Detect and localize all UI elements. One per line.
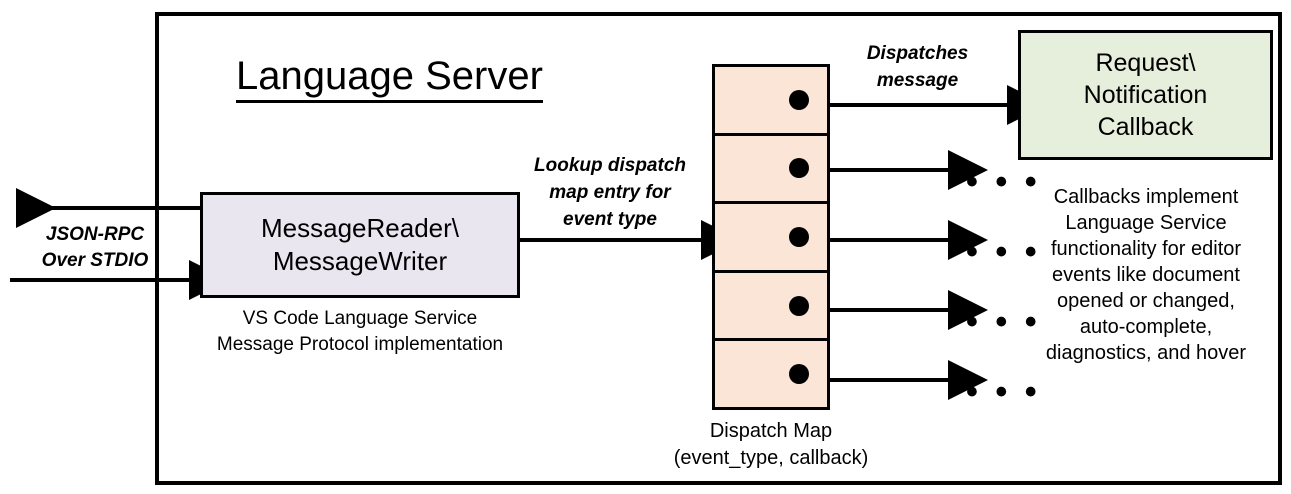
message-reader-writer-box[interactable]: MessageReader\ MessageWriter xyxy=(200,192,520,298)
jsonrpc-transport-label: JSON-RPC Over STDIO xyxy=(20,222,170,274)
table-row[interactable] xyxy=(715,135,827,205)
message-reader-writer-caption: VS Code Language Service Message Protoco… xyxy=(190,306,530,358)
dispatch-map-caption: Dispatch Map (event_type, callback) xyxy=(650,418,892,472)
message-io-line1: MessageReader\ xyxy=(261,213,459,243)
language-server-frame xyxy=(155,12,1282,485)
table-row[interactable] xyxy=(715,272,827,342)
message-io-line2: MessageWriter xyxy=(272,246,448,276)
message-io-caption-line1: VS Code Language Service xyxy=(242,308,478,329)
callback-caption-line-6: diagnostics, and hover xyxy=(1045,342,1247,364)
callback-caption-line-1: Language Service xyxy=(1065,212,1227,234)
jsonrpc-label-line1: JSON-RPC xyxy=(45,224,145,245)
lookup-dispatch-label: Lookup dispatch map entry for event type xyxy=(519,152,701,233)
dispatches-label-line2: message xyxy=(876,70,959,91)
callback-line1: Request\ xyxy=(1095,49,1196,77)
table-row[interactable] xyxy=(715,341,827,407)
callback-dot-icon xyxy=(789,295,809,316)
callback-caption-line-4: opened or changed, xyxy=(1057,290,1235,312)
callback-caption-line-3: events like document xyxy=(1052,264,1240,286)
callback-caption-line-2: functionality for editor xyxy=(1050,238,1242,260)
callback-caption-line-5: auto-complete, xyxy=(1079,316,1213,338)
table-row[interactable] xyxy=(715,67,827,136)
page-title: Language Server xyxy=(236,52,656,103)
dispatch-map-caption-line1: Dispatch Map xyxy=(709,420,833,442)
lookup-label-line2: map entry for xyxy=(549,182,671,203)
dispatch-map-table[interactable] xyxy=(712,64,830,410)
callback-caption-line-0: Callbacks implement xyxy=(1053,186,1239,208)
page-title-text: Language Server xyxy=(236,54,543,103)
dispatch-map-caption-line2: (event_type, callback) xyxy=(673,447,869,469)
table-row[interactable] xyxy=(715,204,827,273)
callback-caption: Callbacks implement Language Service fun… xyxy=(1008,184,1284,366)
callback-dot-icon xyxy=(789,364,809,385)
jsonrpc-label-line2: Over STDIO xyxy=(41,250,149,271)
callback-dot-icon xyxy=(789,89,809,110)
callback-dot-icon xyxy=(789,158,809,179)
dispatches-label-line1: Dispatches xyxy=(866,43,969,64)
lookup-label-line3: event type xyxy=(563,209,657,230)
lookup-label-line1: Lookup dispatch xyxy=(534,155,686,176)
callback-dot-icon xyxy=(789,226,809,247)
request-notification-callback-box[interactable]: Request\ Notification Callback xyxy=(1018,30,1273,160)
dispatches-message-label: Dispatches message xyxy=(830,40,1005,94)
callback-line2: Notification xyxy=(1083,81,1208,109)
callback-line3: Callback xyxy=(1097,113,1194,141)
message-io-caption-line2: Message Protocol implementation xyxy=(216,334,504,355)
ellipsis-row-5: • • • xyxy=(966,373,1041,411)
